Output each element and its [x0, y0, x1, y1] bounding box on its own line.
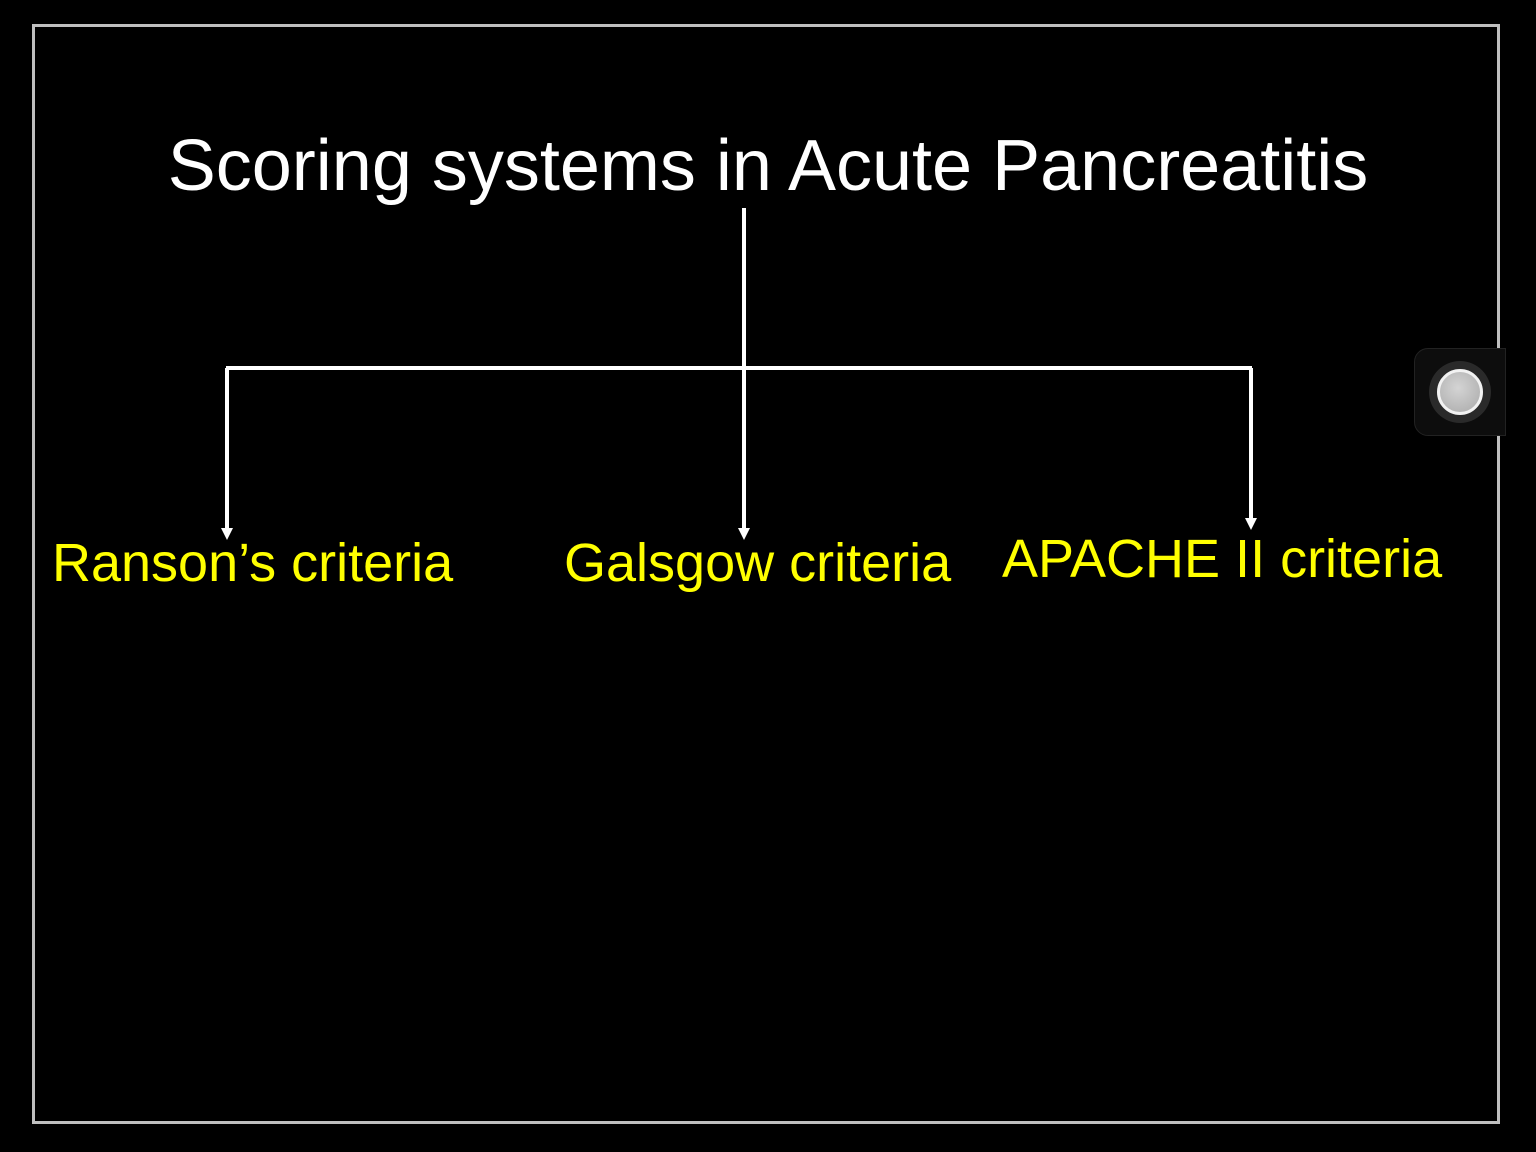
node-glasgow-criteria: Galsgow criteria [564, 533, 952, 593]
node-ranson-criteria: Ranson’s criteria [52, 533, 454, 593]
slide-title: Scoring systems in Acute Pancreatitis [167, 126, 1369, 206]
circle-button-knob [1437, 369, 1483, 415]
center-arrowhead-icon [738, 528, 750, 540]
floating-control-button[interactable] [1414, 348, 1506, 436]
node-apache-criteria: APACHE II criteria [1002, 529, 1443, 589]
right-arrowhead-icon [1245, 518, 1257, 530]
slide-frame [32, 24, 1500, 1124]
left-arrowhead-icon [221, 528, 233, 540]
circle-button-icon [1429, 361, 1491, 423]
